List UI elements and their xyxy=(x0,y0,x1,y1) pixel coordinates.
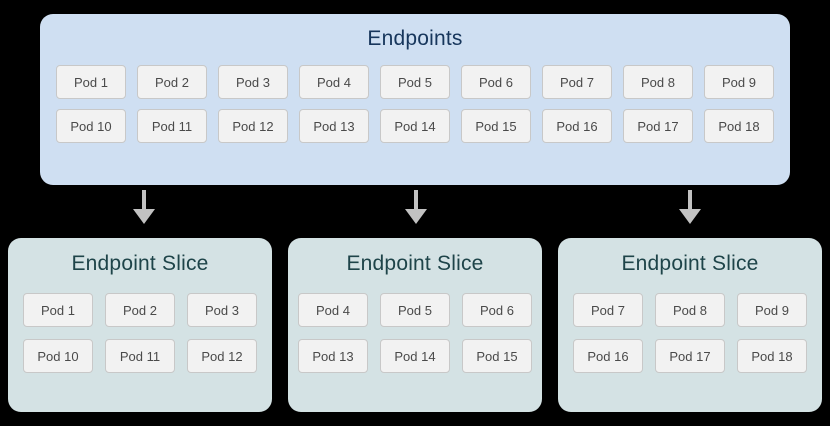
pod-chip[interactable]: Pod 7 xyxy=(573,293,643,327)
pod-chip[interactable]: Pod 2 xyxy=(105,293,175,327)
pod-chip[interactable]: Pod 17 xyxy=(623,109,693,143)
pod-chip[interactable]: Pod 2 xyxy=(137,65,207,99)
pod-chip[interactable]: Pod 3 xyxy=(187,293,257,327)
pod-chip[interactable]: Pod 13 xyxy=(299,109,369,143)
arrow-down-icon-1 xyxy=(133,190,155,224)
pod-chip[interactable]: Pod 18 xyxy=(737,339,807,373)
pod-chip[interactable]: Pod 16 xyxy=(542,109,612,143)
pod-chip[interactable]: Pod 10 xyxy=(56,109,126,143)
pod-chip[interactable]: Pod 11 xyxy=(137,109,207,143)
arrow-head xyxy=(133,209,155,224)
pod-chip[interactable]: Pod 17 xyxy=(655,339,725,373)
pod-chip[interactable]: Pod 16 xyxy=(573,339,643,373)
pod-chip[interactable]: Pod 5 xyxy=(380,65,450,99)
pod-row: Pod 1 Pod 2 Pod 3 Pod 4 Pod 5 Pod 6 Pod 7 Pod 8… xyxy=(54,65,776,99)
pod-chip[interactable]: Pod 12 xyxy=(218,109,288,143)
arrow-head xyxy=(405,209,427,224)
pod-chip[interactable]: Pod 1 xyxy=(23,293,93,327)
pod-chip[interactable]: Pod 12 xyxy=(187,339,257,373)
pod-chip[interactable]: Pod 4 xyxy=(299,65,369,99)
arrow-shaft xyxy=(414,190,418,212)
pod-chip[interactable]: Pod 1 xyxy=(56,65,126,99)
endpoint-slice-pod-grid: Pod 7 Pod 8 Pod 9 Pod 16 Pod 17 Pod 18 xyxy=(558,293,822,373)
pod-row: Pod 10 Pod 11 Pod 12 Pod 13 Pod 14 Pod 15 Pod … xyxy=(54,109,776,143)
arrow-down-icon-2 xyxy=(405,190,427,224)
pod-row: Pod 16 Pod 17 Pod 18 xyxy=(558,339,822,373)
pod-chip[interactable]: Pod 7 xyxy=(542,65,612,99)
endpoints-panel: Endpoints Pod 1 Pod 2 Pod 3 Pod 4 Pod 5 Pod 6… xyxy=(40,14,790,185)
pod-row: Pod 13 Pod 14 Pod 15 xyxy=(288,339,542,373)
endpoints-pod-grid: Pod 1 Pod 2 Pod 3 Pod 4 Pod 5 Pod 6 Pod 7 Pod 8… xyxy=(40,65,790,143)
pod-chip[interactable]: Pod 11 xyxy=(105,339,175,373)
pod-chip[interactable]: Pod 8 xyxy=(623,65,693,99)
pod-chip[interactable]: Pod 4 xyxy=(298,293,368,327)
endpoint-slice-pod-grid: Pod 1 Pod 2 Pod 3 Pod 10 Pod 11 Pod 12 xyxy=(8,293,272,373)
arrow-shaft xyxy=(688,190,692,212)
pod-chip[interactable]: Pod 8 xyxy=(655,293,725,327)
endpoint-slice-title: Endpoint Slice xyxy=(71,252,209,275)
pod-row: Pod 7 Pod 8 Pod 9 xyxy=(558,293,822,327)
pod-chip[interactable]: Pod 6 xyxy=(462,293,532,327)
pod-chip[interactable]: Pod 6 xyxy=(461,65,531,99)
pod-chip[interactable]: Pod 3 xyxy=(218,65,288,99)
arrow-head xyxy=(679,209,701,224)
pod-chip[interactable]: Pod 15 xyxy=(462,339,532,373)
arrow-down-icon-3 xyxy=(679,190,701,224)
endpoint-slice-title: Endpoint Slice xyxy=(346,252,484,275)
endpoints-title: Endpoints xyxy=(367,27,463,50)
pod-chip[interactable]: Pod 10 xyxy=(23,339,93,373)
pod-row: Pod 4 Pod 5 Pod 6 xyxy=(288,293,542,327)
arrow-shaft xyxy=(142,190,146,212)
endpoint-slice-pod-grid: Pod 4 Pod 5 Pod 6 Pod 13 Pod 14 Pod 15 xyxy=(288,293,542,373)
endpoint-slice-title: Endpoint Slice xyxy=(621,252,759,275)
pod-chip[interactable]: Pod 18 xyxy=(704,109,774,143)
pod-chip[interactable]: Pod 5 xyxy=(380,293,450,327)
pod-chip[interactable]: Pod 15 xyxy=(461,109,531,143)
pod-row: Pod 1 Pod 2 Pod 3 xyxy=(8,293,272,327)
pod-chip[interactable]: Pod 14 xyxy=(380,339,450,373)
pod-chip[interactable]: Pod 9 xyxy=(737,293,807,327)
pod-row: Pod 10 Pod 11 Pod 12 xyxy=(8,339,272,373)
pod-chip[interactable]: Pod 14 xyxy=(380,109,450,143)
pod-chip[interactable]: Pod 13 xyxy=(298,339,368,373)
pod-chip[interactable]: Pod 9 xyxy=(704,65,774,99)
